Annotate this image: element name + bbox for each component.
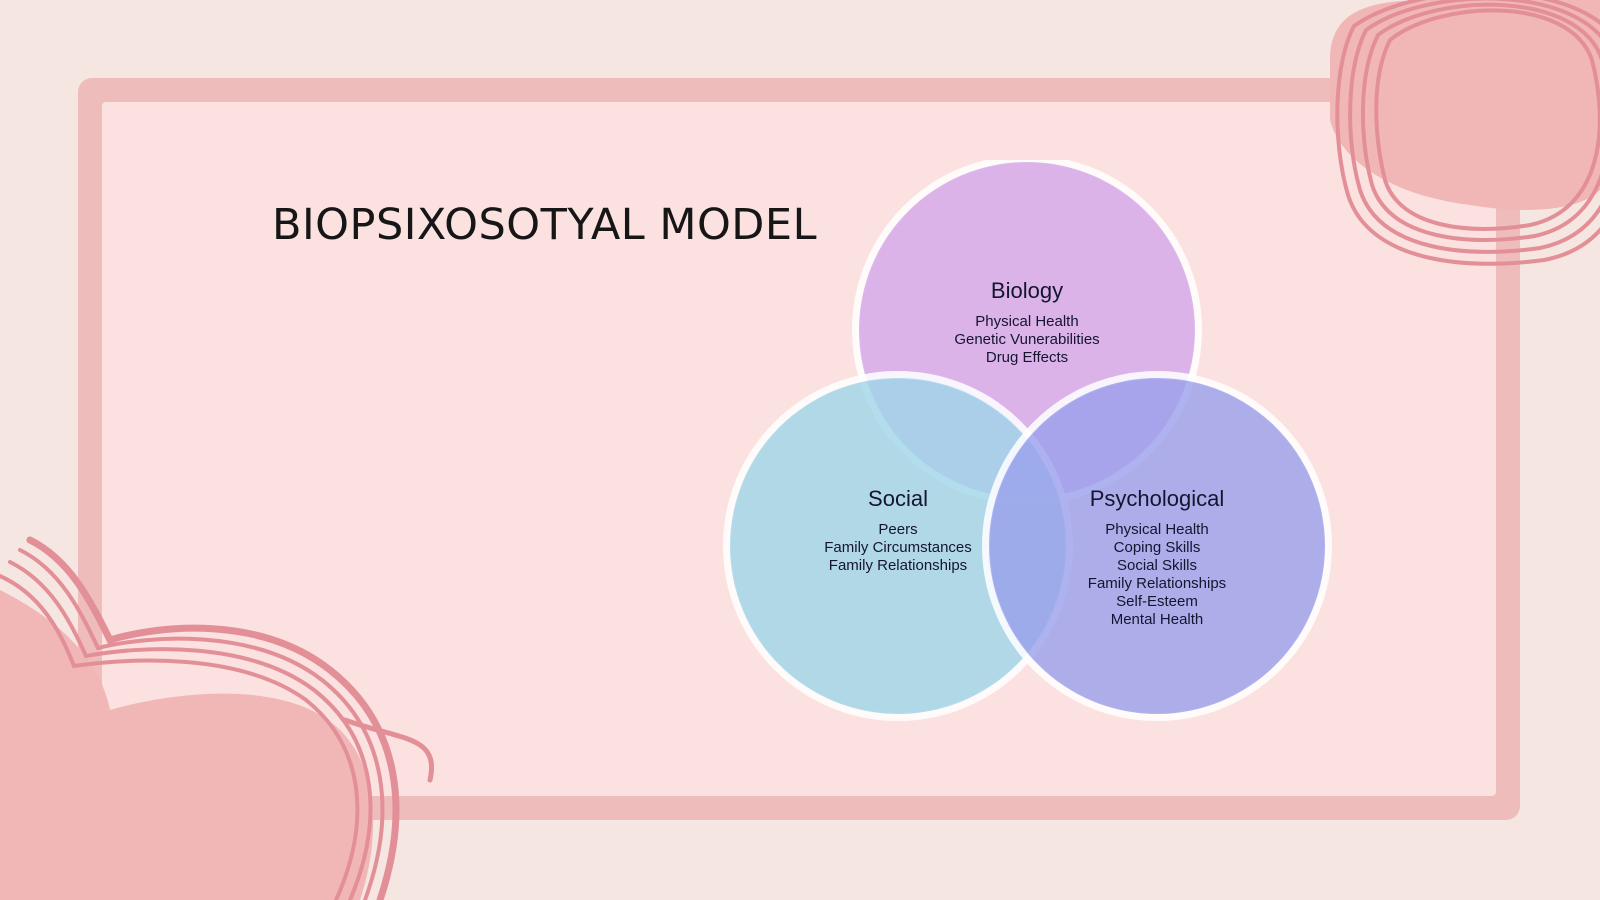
venn-item-social: Peers — [878, 521, 917, 538]
slide-title: BIOPSIXOSOTYAL MODEL — [272, 200, 818, 250]
venn-circle-psychological — [989, 378, 1325, 714]
venn-item-biology: Physical Health — [975, 313, 1078, 330]
venn-item-biology: Drug Effects — [986, 349, 1068, 366]
venn-item-psychological: Coping Skills — [1114, 539, 1201, 556]
venn-item-biology: Genetic Vunerabilities — [954, 331, 1099, 348]
venn-item-psychological: Self-Esteem — [1116, 593, 1198, 610]
venn-item-psychological: Social Skills — [1117, 557, 1197, 574]
venn-title-psychological: Psychological — [1090, 486, 1225, 511]
venn-title-biology: Biology — [991, 278, 1063, 303]
venn-item-psychological: Family Relationships — [1088, 575, 1226, 592]
swirl-decoration-bottom-left — [0, 536, 434, 900]
venn-title-social: Social — [868, 486, 928, 511]
venn-item-social: Family Circumstances — [824, 539, 972, 556]
venn-circle-social — [730, 378, 1066, 714]
venn-item-social: Family Relationships — [829, 557, 967, 574]
swirl-decoration-top-right — [1330, 0, 1600, 266]
venn-item-psychological: Mental Health — [1111, 611, 1204, 628]
venn-item-psychological: Physical Health — [1105, 521, 1208, 538]
venn-circle-psychological-outline — [982, 371, 1332, 721]
